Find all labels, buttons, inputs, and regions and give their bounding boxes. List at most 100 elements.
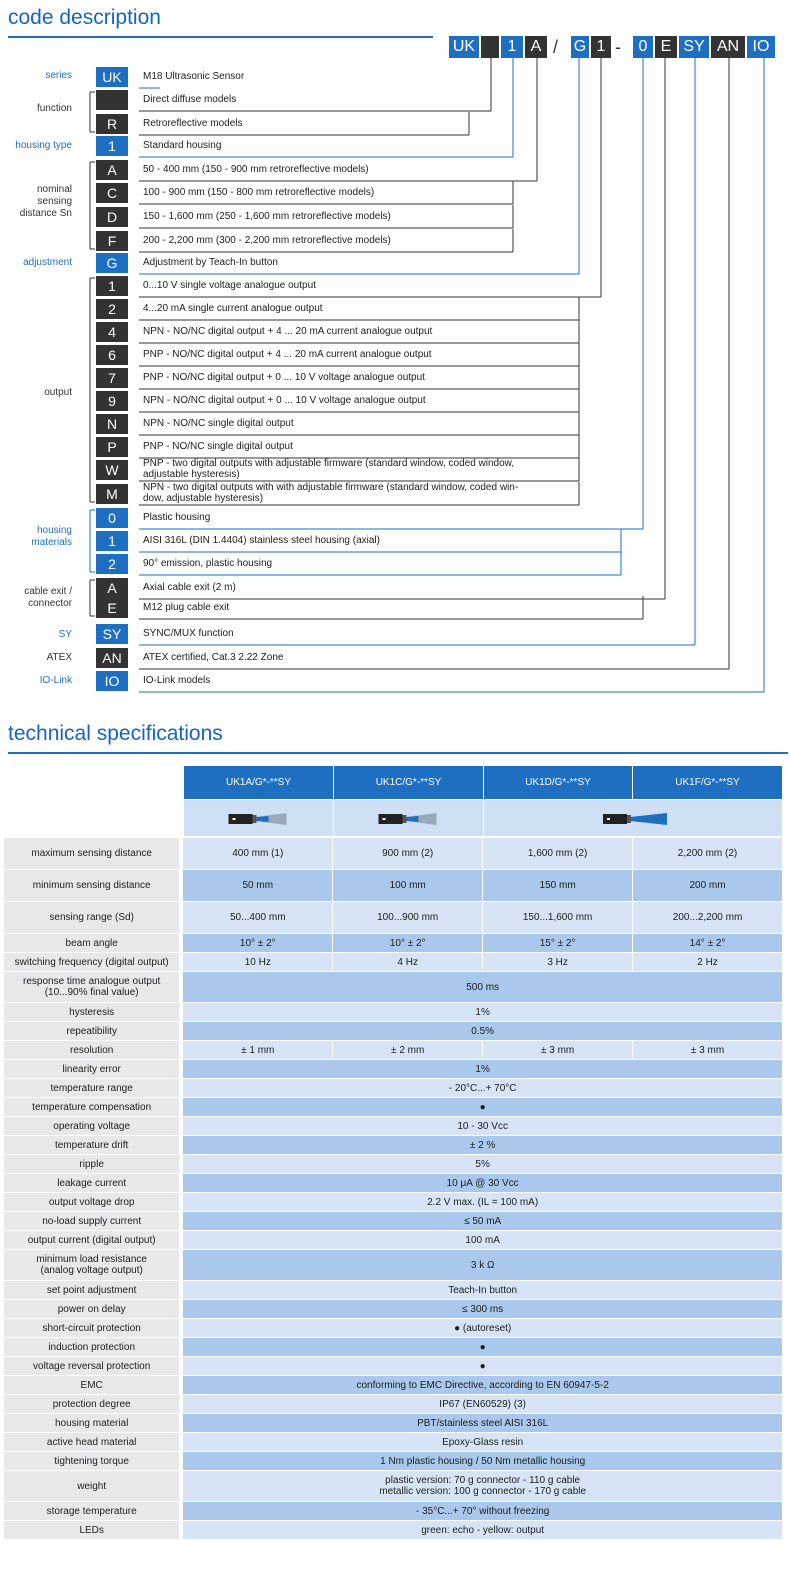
- spec-value: 2,200 mm (2): [633, 838, 782, 869]
- code-description-text: PNP - NO/NC digital output + 4 ... 20 mA…: [143, 349, 432, 360]
- spec-value: 10 μA @ 30 Vcc: [183, 1174, 782, 1192]
- spec-row: switching frequency (digital output)10 H…: [4, 953, 782, 971]
- spec-value: 100...900 mm: [333, 902, 483, 933]
- code-description-text: Standard housing: [143, 140, 222, 151]
- spec-value: 150 mm: [483, 870, 633, 901]
- spec-value: 200...2,200 mm: [633, 902, 782, 933]
- code-box: G: [96, 253, 128, 273]
- spec-value: - 20°C...+ 70°C: [183, 1079, 782, 1097]
- spec-label: sensing range (Sd): [4, 902, 180, 933]
- code-box: 9: [96, 391, 128, 411]
- spec-value: 3 Hz: [483, 953, 633, 971]
- code-description-text: M18 Ultrasonic Sensor: [143, 71, 245, 82]
- code-box: C: [96, 183, 128, 203]
- spec-row: short-circuit protection● (autoreset): [4, 1319, 782, 1337]
- template-code-box: 0: [633, 36, 653, 58]
- code-description-text: 200 - 2,200 mm (300 - 2,200 mm retrorefl…: [143, 235, 391, 246]
- code-box: SY: [96, 624, 128, 644]
- spec-value: green: echo - yellow: output: [183, 1521, 782, 1539]
- code-description-text: NPN - NO/NC digital output + 4 ... 20 mA…: [143, 326, 433, 337]
- spec-value: 3 k Ω: [183, 1250, 782, 1280]
- code-description-text: 0...10 V single voltage analogue output: [143, 280, 316, 291]
- code-description-text: 4...20 mA single current analogue output: [143, 303, 323, 314]
- spec-row: temperature compensation●: [4, 1098, 782, 1116]
- spec-value: 5%: [183, 1155, 782, 1173]
- spec-value: ± 2 mm: [333, 1041, 483, 1059]
- spec-label: maximum sensing distance: [4, 838, 180, 869]
- code-box: 2: [96, 554, 128, 574]
- spec-value: IP67 (EN60529) (3): [183, 1395, 782, 1413]
- code-box: A: [96, 578, 128, 598]
- spec-label: minimum load resistance (analog voltage …: [4, 1250, 180, 1280]
- code-description-text: PNP - two digital outputs with adjustabl…: [143, 458, 515, 480]
- group-label: adjustment: [23, 257, 72, 268]
- spec-value: 200 mm: [633, 870, 782, 901]
- spec-value: 2 Hz: [633, 953, 782, 971]
- spec-value: 1 Nm plastic housing / 50 Nm metallic ho…: [183, 1452, 782, 1470]
- template-code-box: [481, 36, 499, 58]
- spec-value: 10 Hz: [183, 953, 333, 971]
- code-box: 4: [96, 322, 128, 342]
- code-description-text: SYNC/MUX function: [143, 628, 234, 639]
- spec-label: EMC: [4, 1376, 180, 1394]
- spec-value: 400 mm (1): [183, 838, 333, 869]
- ultrasonic-sensor-icon: [228, 813, 287, 825]
- sensor-image-cell: [184, 800, 333, 836]
- template-code-box: 1: [591, 36, 611, 58]
- model-header: UK1D/G*-**SY: [484, 766, 632, 799]
- spec-value: ± 3 mm: [633, 1041, 782, 1059]
- code-description-text: 90° emission, plastic housing: [143, 558, 273, 569]
- technical-specifications-rule: [8, 752, 788, 754]
- code-box: N: [96, 414, 128, 434]
- sensor-image-cell: [334, 800, 483, 836]
- code-box: 1: [96, 276, 128, 296]
- template-code-box: UK: [449, 36, 479, 58]
- group-label: housing type: [15, 140, 72, 151]
- template-separator: /: [553, 37, 559, 57]
- connector-lines: [89, 58, 765, 693]
- spec-value: plastic version: 70 g connector - 110 g …: [183, 1471, 782, 1501]
- group-label: function: [36, 103, 72, 114]
- spec-label: operating voltage: [4, 1117, 180, 1135]
- code-box: R: [96, 114, 128, 134]
- spec-label: linearity error: [4, 1060, 180, 1078]
- code-description-text: 50 - 400 mm (150 - 900 mm retroreflectiv…: [143, 164, 369, 175]
- code-description-text: 150 - 1,600 mm (250 - 1,600 mm retrorefl…: [143, 211, 391, 222]
- spec-value: 2.2 V max. (IL = 100 mA): [183, 1193, 782, 1211]
- code-box: 1: [96, 531, 128, 551]
- spec-row: no-load supply current≤ 50 mA: [4, 1212, 782, 1230]
- sensor-image-cell: [484, 800, 782, 836]
- code-description-text: PNP - NO/NC single digital output: [143, 441, 293, 452]
- code-description-text: Retroreflective models: [143, 118, 243, 129]
- spec-value: 1%: [183, 1060, 782, 1078]
- spec-value: Epoxy-Glass resin: [183, 1433, 782, 1451]
- spec-value: - 35°C...+ 70° without freezing: [183, 1502, 782, 1520]
- group-label: housing materials: [31, 525, 72, 548]
- spec-label: storage temperature: [4, 1502, 180, 1520]
- code-box: 7: [96, 368, 128, 388]
- template-code-box: IO: [747, 36, 775, 58]
- code-description-text: NPN - NO/NC digital output + 0 ... 10 V …: [143, 395, 426, 406]
- code-description-text: Axial cable exit (2 m): [143, 582, 236, 593]
- spec-value: 50 mm: [183, 870, 333, 901]
- spec-row: output current (digital output)100 mA: [4, 1231, 782, 1249]
- spec-value: 500 ms: [183, 972, 782, 1002]
- code-description-rule: [8, 36, 433, 38]
- spec-value: ± 1 mm: [183, 1041, 333, 1059]
- spec-label: no-load supply current: [4, 1212, 180, 1230]
- spec-row: response time analogue output (10...90% …: [4, 972, 782, 1002]
- code-description-text: Adjustment by Teach-In button: [143, 257, 278, 268]
- spec-value: ●: [183, 1357, 782, 1375]
- group-label: ATEX: [46, 652, 72, 663]
- code-box: E: [96, 598, 128, 618]
- spec-value: ± 3 mm: [483, 1041, 633, 1059]
- spec-label: switching frequency (digital output): [4, 953, 180, 971]
